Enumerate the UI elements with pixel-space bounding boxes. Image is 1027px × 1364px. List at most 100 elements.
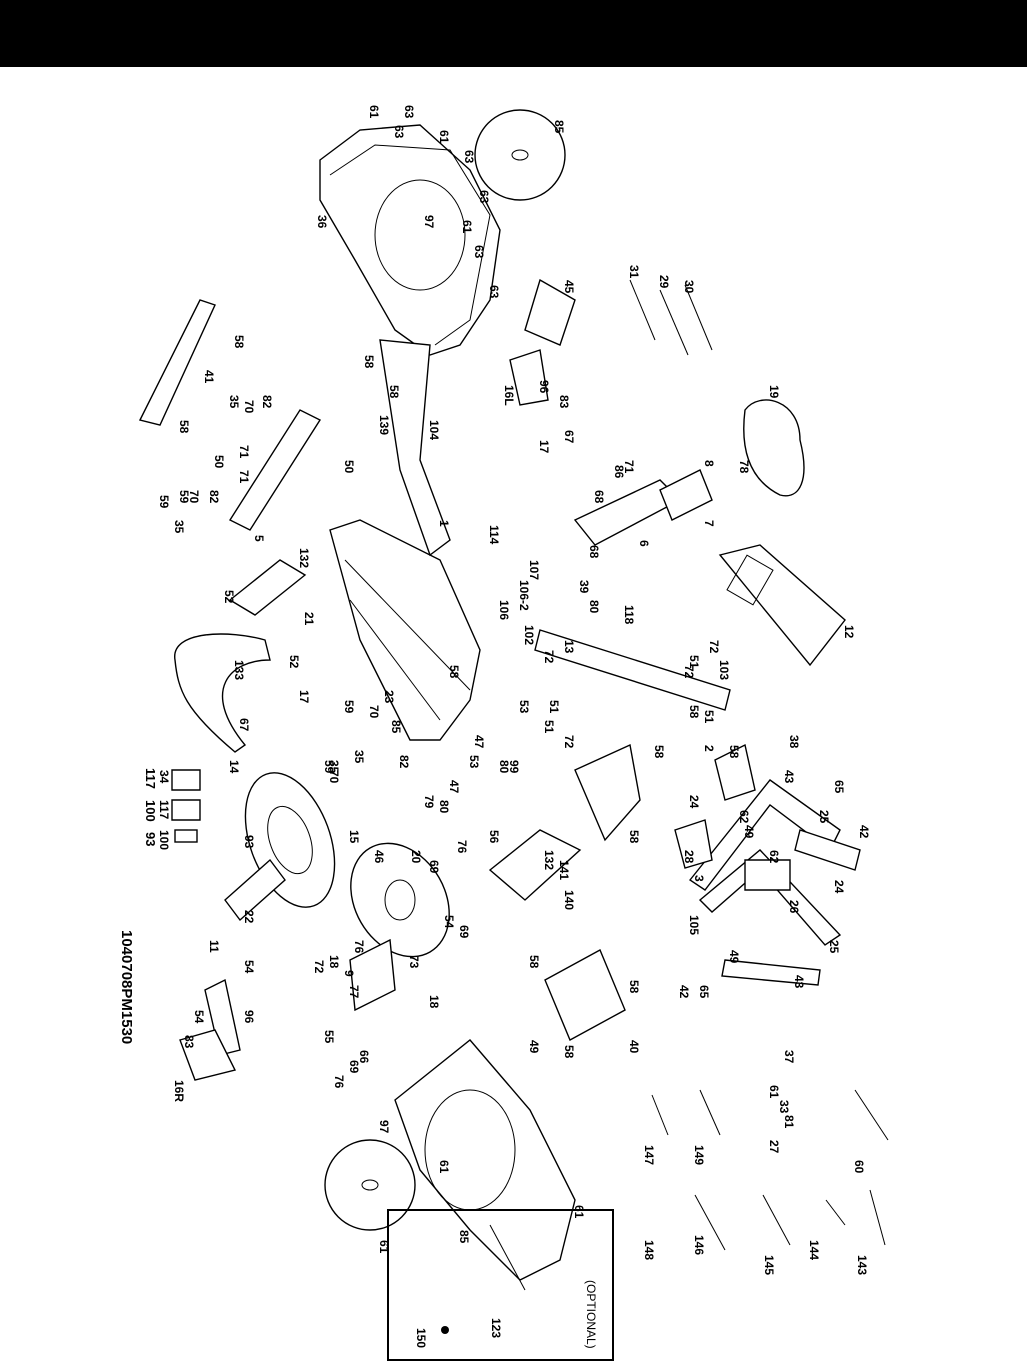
- part-callout: 76: [332, 1075, 346, 1089]
- handlebar-3: [674, 743, 842, 946]
- part-callout: 105: [687, 915, 701, 935]
- part-callout: 72: [682, 665, 696, 679]
- optional-box: [387, 1209, 614, 1361]
- part-callout: 63: [487, 285, 501, 299]
- part-callout: 78: [737, 460, 751, 474]
- optional-box-title: (OPTIONAL): [584, 1280, 598, 1349]
- part-callout: 86: [612, 465, 626, 479]
- part-callout: 61: [377, 1240, 391, 1254]
- part-callout: 15: [347, 830, 361, 844]
- part-callout: 58: [387, 385, 401, 399]
- cable-142: [869, 1189, 886, 1246]
- part-callout: 80: [437, 800, 451, 814]
- part-callout: 81: [782, 1115, 796, 1129]
- crank-16L: [509, 349, 549, 406]
- part-callout: 59: [342, 700, 356, 714]
- part-callout: 11: [207, 940, 221, 953]
- part-callout: 77: [347, 985, 361, 999]
- part-callout: 19: [767, 385, 781, 399]
- part-callout: 80: [497, 760, 511, 774]
- part-callout: 100: [157, 830, 171, 850]
- part-callout: 139: [377, 415, 391, 435]
- part-callout: 149: [692, 1145, 706, 1165]
- part-callout: 33: [777, 1100, 791, 1114]
- part-callout: 68: [592, 490, 606, 504]
- part-callout: 67: [562, 430, 576, 444]
- part-callout: 68: [587, 545, 601, 559]
- part-callout: 58: [627, 830, 641, 844]
- part-callout: 96: [537, 380, 551, 394]
- part-callout: 58: [362, 355, 376, 369]
- part-callout: 12: [842, 625, 856, 639]
- part-callout: 85: [552, 120, 566, 134]
- part-callout: 6: [637, 540, 651, 547]
- part-callout: 58: [447, 665, 461, 679]
- part-callout: 62: [767, 850, 781, 864]
- grip-24-right: [721, 959, 821, 986]
- part-callout: 41: [202, 370, 216, 384]
- part-callout: 61: [367, 105, 381, 119]
- optional-part-123: 123: [489, 1318, 503, 1339]
- tool-label-117: 117: [143, 768, 158, 789]
- part-callout: 20: [409, 850, 423, 864]
- part-callout: 67: [237, 718, 251, 732]
- part-callout: 25: [817, 810, 831, 824]
- part-callout: 69: [457, 925, 471, 939]
- part-callout: 61: [437, 130, 451, 144]
- part-callout: 60: [852, 1160, 866, 1174]
- part-callout: 55: [322, 1030, 336, 1044]
- part-callout: 58: [687, 705, 701, 719]
- cable-30: [684, 284, 713, 351]
- part-callout: 99: [507, 760, 521, 774]
- part-callout: 24: [687, 795, 701, 809]
- idler-9: [349, 938, 396, 1012]
- hex-key-93: [174, 829, 198, 843]
- part-callout: 72: [562, 735, 576, 749]
- side-cover-37: [394, 1039, 576, 1281]
- part-callout: 3: [692, 875, 706, 882]
- crank-axle-11: [224, 858, 286, 922]
- part-callout: 54: [242, 960, 256, 974]
- part-callout: 51: [547, 700, 561, 714]
- part-callout: 76: [352, 940, 366, 954]
- part-callout: 70: [187, 490, 201, 504]
- part-callout: 35: [352, 750, 366, 764]
- disc-cover-85-top: [474, 109, 566, 201]
- part-callout: 58: [177, 420, 191, 434]
- part-callout: 2: [702, 745, 716, 752]
- optional-part-150: 150: [414, 1328, 428, 1349]
- part-callout: 51: [687, 655, 701, 669]
- part-callout: 61: [767, 1085, 781, 1099]
- part-callout: 59: [177, 490, 191, 504]
- part-callout: 114: [487, 525, 501, 545]
- end-cap-40: [544, 949, 626, 1041]
- cable-147: [854, 1089, 889, 1141]
- part-callout: 96: [242, 1010, 256, 1024]
- part-callout: 85: [389, 720, 403, 734]
- part-callout: 140: [562, 890, 576, 910]
- part-callout: 40: [627, 1040, 641, 1054]
- pedal-45: [524, 278, 576, 346]
- part-callout: 23: [382, 690, 396, 704]
- part-callout: 25: [827, 940, 841, 954]
- console-bracket-41: [138, 299, 216, 426]
- part-callout: 53: [517, 700, 531, 714]
- part-callout: 72: [707, 640, 721, 654]
- part-callout: 26: [787, 900, 801, 914]
- part-callout: 27: [767, 1140, 781, 1154]
- shroud-38: [574, 743, 641, 842]
- part-callout: 117: [157, 800, 171, 820]
- part-callout: 50: [342, 460, 356, 474]
- part-callout: 35: [327, 760, 341, 774]
- part-callout: 72: [542, 650, 556, 664]
- cable-29: [659, 289, 689, 356]
- part-callout: 63: [472, 245, 486, 259]
- seat-19: [743, 399, 805, 497]
- part-callout: 66: [357, 1050, 371, 1064]
- console-34: [718, 544, 846, 667]
- part-callout: 17: [537, 440, 551, 454]
- part-callout: 28: [682, 850, 696, 864]
- part-callout: 69: [347, 1060, 361, 1074]
- part-callout: 61: [460, 220, 474, 234]
- disc-cover-85-bottom: [324, 1139, 416, 1231]
